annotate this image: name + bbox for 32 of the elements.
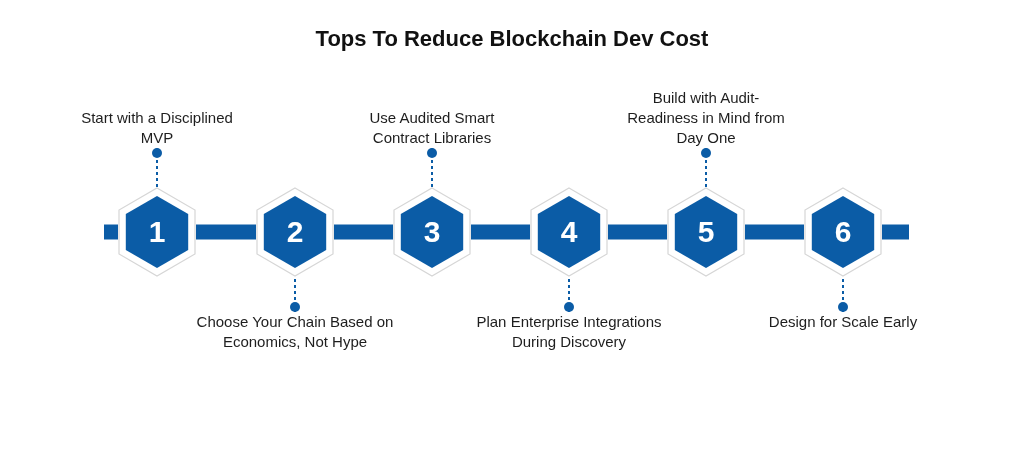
leader-line: [427, 147, 437, 188]
step-hexagon: [530, 187, 608, 277]
leader-line: [838, 276, 848, 313]
timeline-bar: [471, 224, 530, 240]
step-hexagon: [804, 187, 882, 277]
step-hexagon: [118, 187, 196, 277]
leader-line: [564, 276, 574, 313]
step-description: Plan Enterprise Integrations During Discovery: [474, 312, 664, 352]
step-number: 1: [148, 216, 166, 248]
title: Tops To Reduce Blockchain Dev Cost: [315, 25, 709, 53]
leader-line: [701, 147, 711, 188]
timeline-bar: [104, 224, 118, 240]
step-description: Choose Your Chain Based on Economics, Not Hype: [192, 312, 398, 352]
step-description: Start with a Disciplined MVP: [77, 108, 237, 148]
step-number: 4: [560, 216, 578, 248]
step-description: Use Audited Smart Contract Libraries: [364, 108, 500, 148]
timeline-bar: [608, 224, 667, 240]
step-description: Build with Audit-Readiness in Mind from Day One: [625, 88, 787, 148]
leader-line: [290, 276, 300, 313]
step-hexagon: [256, 187, 334, 277]
timeline-bar: [882, 224, 909, 240]
step-number: 6: [834, 216, 852, 248]
leader-line: [152, 147, 162, 188]
step-hexagon: [393, 187, 471, 277]
step-description: Design for Scale Early: [768, 312, 918, 332]
timeline-bar: [334, 224, 393, 240]
step-number: 5: [697, 216, 715, 248]
timeline-bar: [745, 224, 804, 240]
step-number: 3: [423, 216, 441, 248]
timeline-bar: [196, 224, 256, 240]
step-number: 2: [286, 216, 304, 248]
step-hexagon: [667, 187, 745, 277]
